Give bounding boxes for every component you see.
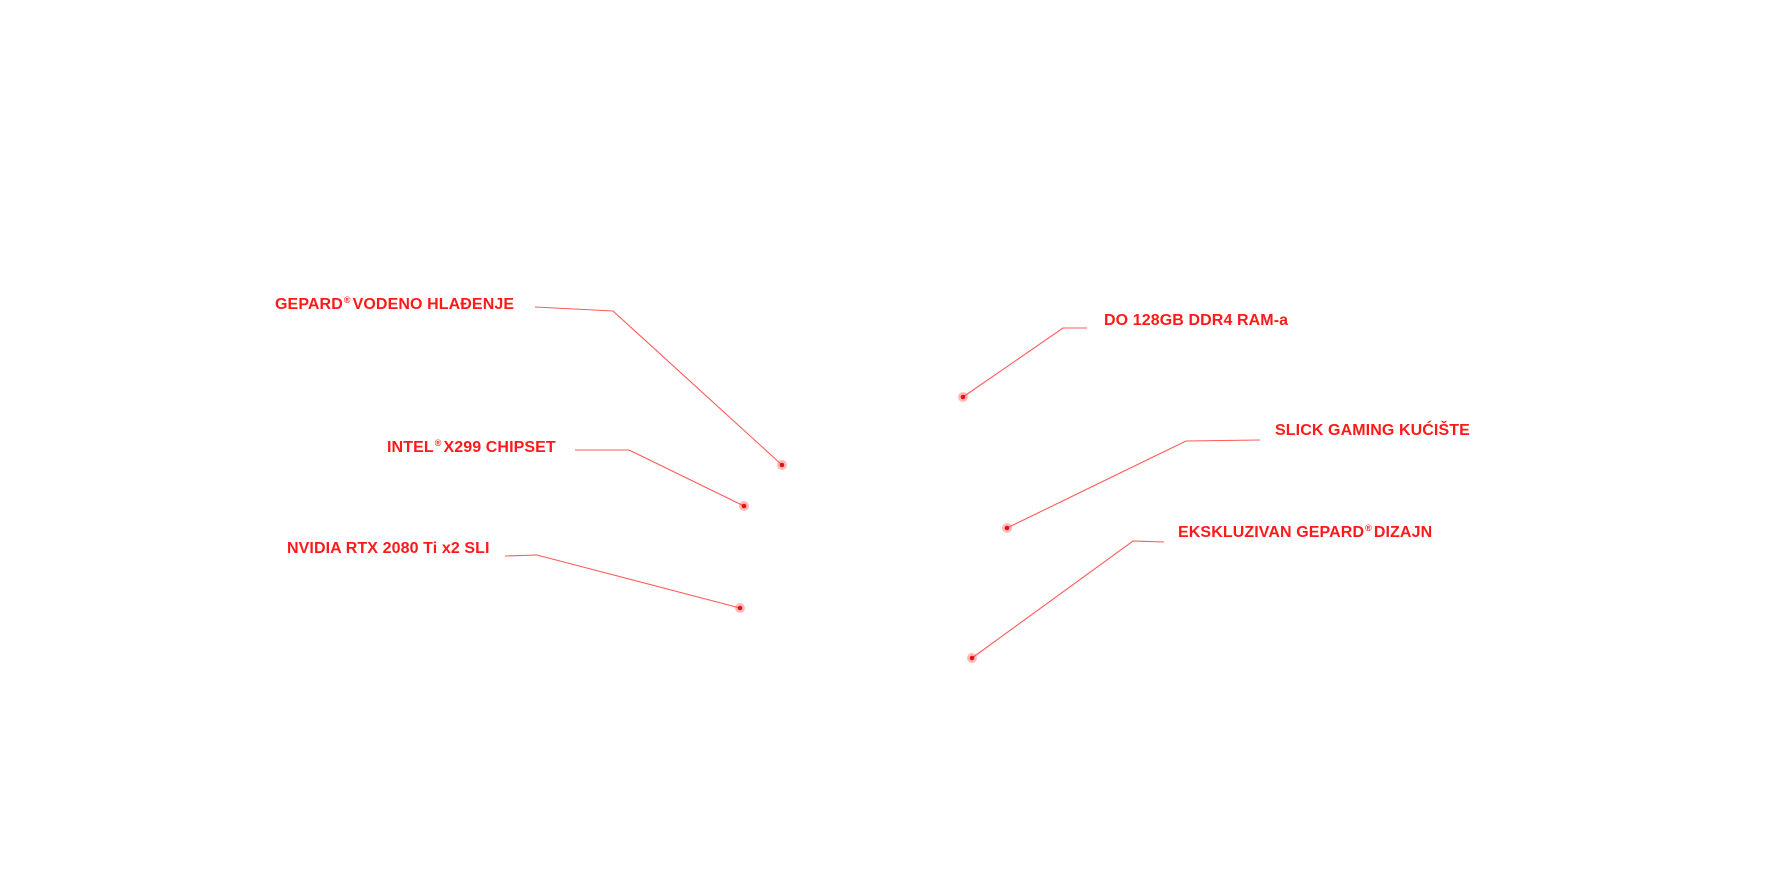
- anchor-point-ram[interactable]: [958, 392, 968, 402]
- leader-line-chipset: [575, 449, 745, 507]
- callout-text-gpu: NVIDIA RTX 2080 Ti x2 SLI: [287, 540, 490, 557]
- callout-text-design-brand: EKSKLUZIVAN GEPARD: [1178, 524, 1365, 541]
- callout-text-design-rest: DIZAJN: [1373, 524, 1433, 541]
- registered-mark: ®: [343, 295, 351, 305]
- leader-line-design: [971, 540, 1165, 659]
- callout-text-case: SLICK GAMING KUĆIŠTE: [1275, 422, 1470, 439]
- anchor-point-design[interactable]: [967, 653, 977, 663]
- callout-label-case: SLICK GAMING KUĆIŠTE: [1275, 422, 1470, 440]
- anchor-point-chipset[interactable]: [739, 501, 749, 511]
- callout-text-chipset-rest: X299 CHIPSET: [443, 439, 556, 456]
- anchor-point-water-cooling[interactable]: [777, 460, 787, 470]
- anchor-point-case[interactable]: [1002, 523, 1012, 533]
- registered-mark: ®: [434, 438, 442, 448]
- callout-text-chipset-brand: INTEL: [387, 439, 434, 456]
- callout-label-ram: DO 128GB DDR4 RAM-a: [1104, 312, 1288, 330]
- anchor-point-gpu[interactable]: [735, 603, 745, 613]
- callout-label-chipset: INTEL®X299 CHIPSET: [387, 434, 556, 457]
- callout-text-water-cooling-brand: GEPARD: [275, 296, 343, 313]
- leader-line-case: [1006, 439, 1261, 529]
- callout-label-design: EKSKLUZIVAN GEPARD®DIZAJN: [1178, 519, 1432, 542]
- callout-label-water-cooling: GEPARD®VODENO HLAĐENJE: [275, 291, 514, 314]
- leader-line-water-cooling: [534, 306, 783, 466]
- callout-label-gpu: NVIDIA RTX 2080 Ti x2 SLI: [287, 540, 490, 558]
- callout-text-water-cooling-rest: VODENO HLAĐENJE: [352, 296, 515, 313]
- callout-text-ram: DO 128GB DDR4 RAM-a: [1104, 312, 1289, 329]
- leader-line-ram: [962, 327, 1087, 398]
- leader-line-gpu: [504, 554, 741, 609]
- registered-mark: ®: [1365, 523, 1372, 533]
